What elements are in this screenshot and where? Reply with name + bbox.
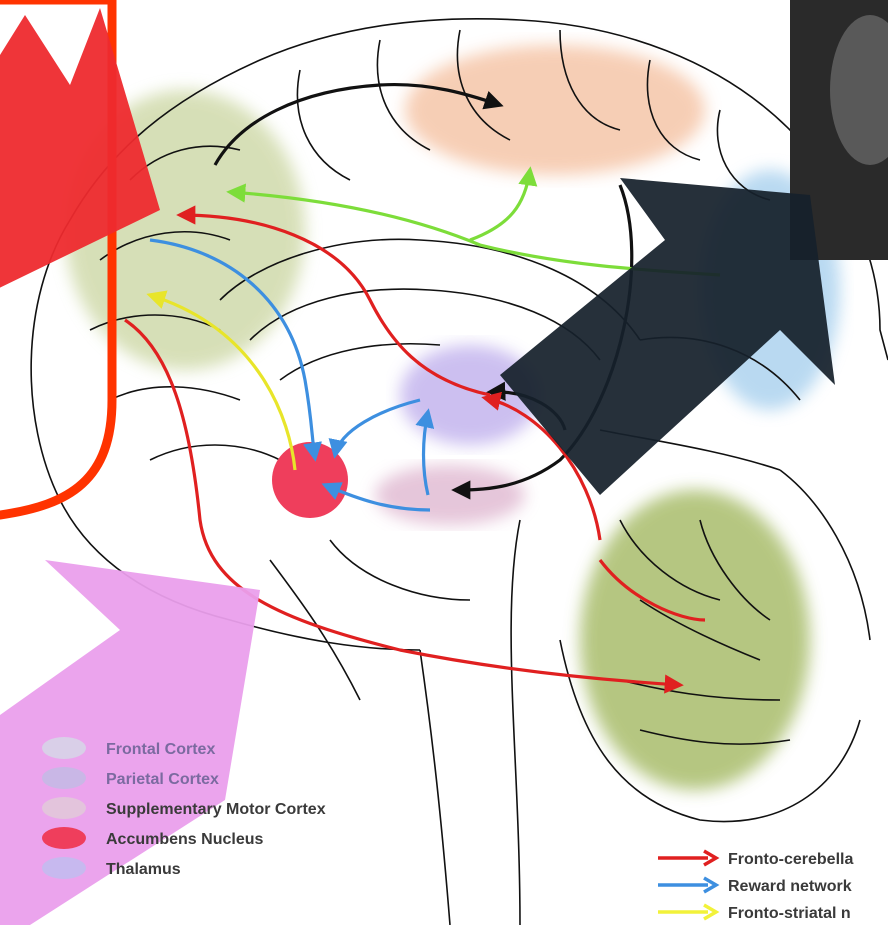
legend-region-label: Parietal Cortex <box>106 771 219 788</box>
legend-swatch-3 <box>42 827 86 849</box>
legend-swatch-2 <box>42 797 86 819</box>
green-path-b <box>470 170 530 240</box>
legend-swatch-4 <box>42 857 86 879</box>
legend-swatch-1 <box>42 767 86 789</box>
legend-region-label: Accumbens Nucleus <box>106 831 263 848</box>
legend-region-label: Thalamus <box>106 861 181 878</box>
legend-network-label: Reward network <box>728 878 852 895</box>
parietal-region <box>405 45 705 175</box>
sma-region <box>375 465 525 525</box>
legend-network-label: Fronto-striatal n <box>728 905 851 922</box>
cerebellum-region <box>580 490 810 790</box>
legend-region-label: Supplementary Motor Cortex <box>106 801 326 818</box>
legend-network-label: Fronto-cerebella <box>728 851 853 868</box>
legend-swatch-0 <box>42 737 86 759</box>
legend-region-label: Frontal Cortex <box>106 741 215 758</box>
